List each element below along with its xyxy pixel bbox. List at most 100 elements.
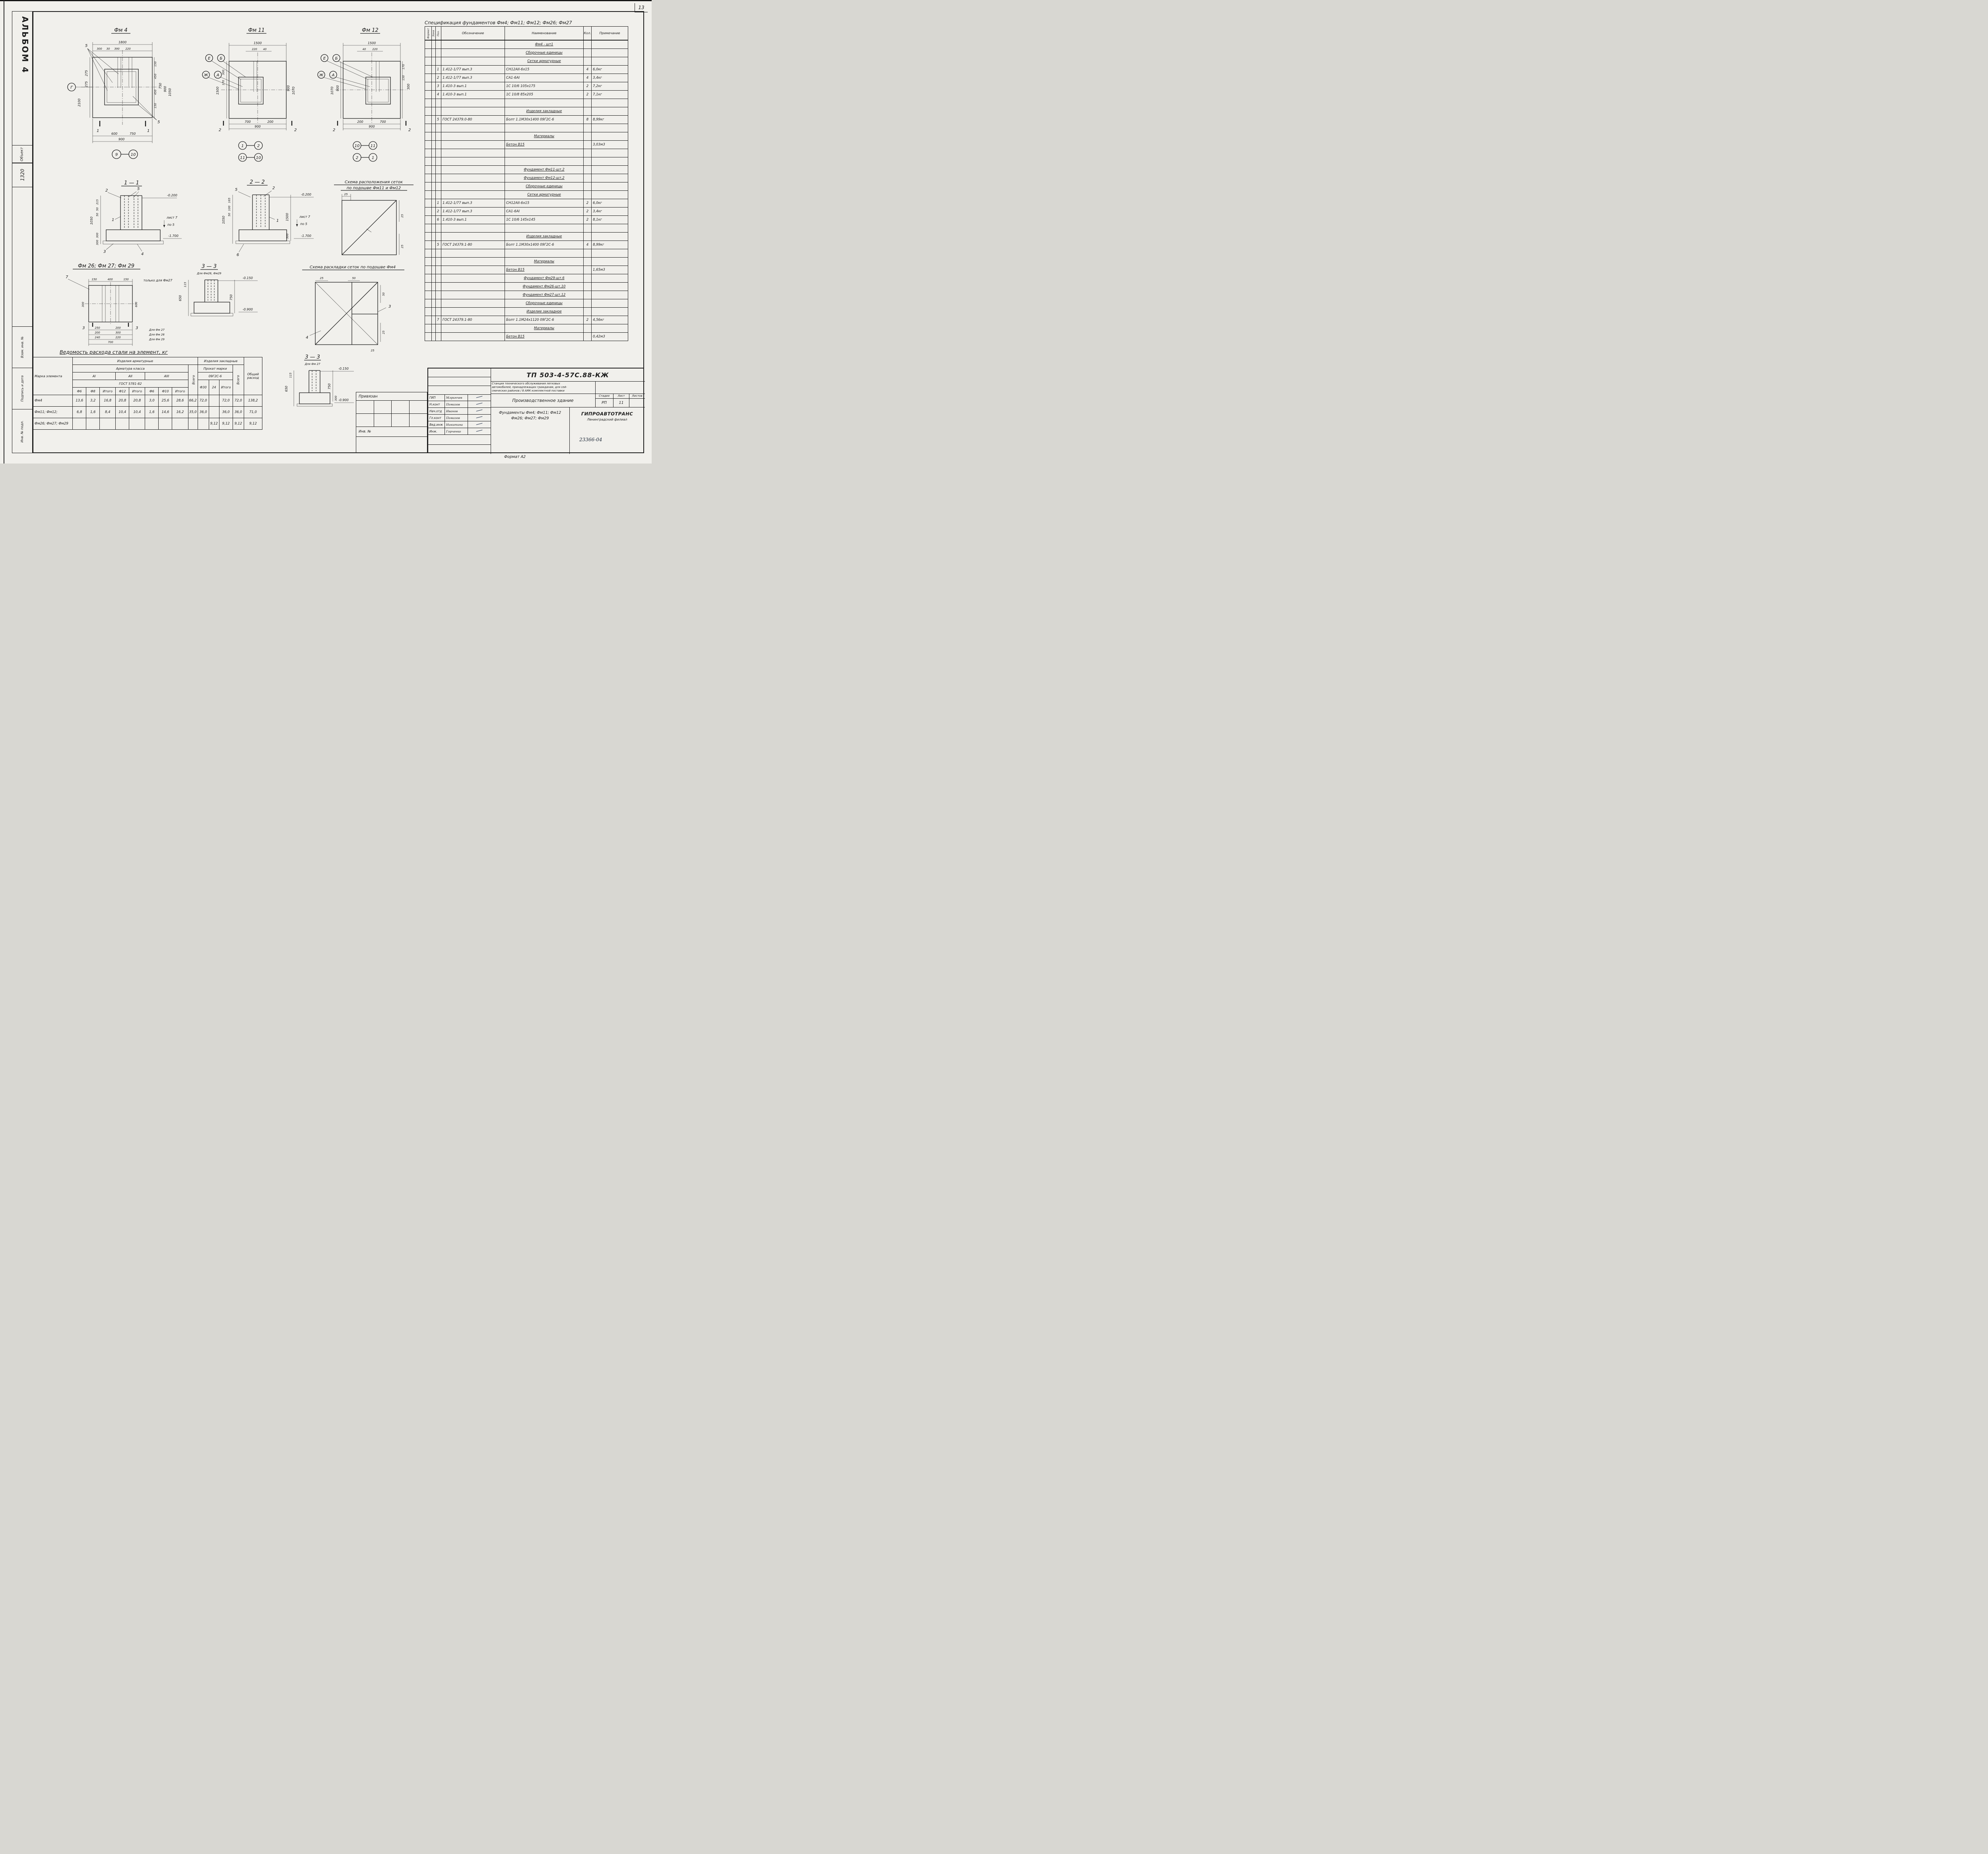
fm4-geometry: [67, 33, 159, 159]
dim-label: 750: [229, 294, 233, 300]
dim-label: 150: [154, 103, 157, 109]
spec-cell-format: [425, 74, 431, 82]
spec-cell-kol: [583, 166, 591, 174]
spec-cell-poz: 3: [435, 82, 441, 90]
spec-cell-kol: [583, 49, 591, 57]
spec-cell-primechanie: 3,4кг: [591, 74, 628, 82]
steel-col-vsego-zakl: Всего: [232, 365, 244, 395]
level-mark: -0.150: [338, 367, 349, 370]
signature-role: Гл.конт: [428, 415, 445, 421]
section-3-3-fm26: 3 — 3 Для Фм26, Фм29 115 650 750 -0.150 …: [179, 264, 258, 316]
dim-label: 2100: [78, 99, 81, 107]
dim-label: 240: [95, 336, 100, 339]
dim-label: 300: [96, 240, 99, 245]
signature-mark: [468, 421, 491, 428]
spec-cell-oboznachenie: [441, 174, 505, 182]
dim-label: 700: [245, 120, 250, 124]
spec-cell-kol: 4: [583, 74, 591, 82]
spec-cell-poz: [435, 157, 441, 165]
position-label: 2: [272, 186, 275, 190]
spec-cell-zona: [431, 283, 435, 291]
spec-row: [425, 157, 628, 165]
spec-cell-primechanie: [591, 283, 628, 291]
spec-cell-poz: 5: [435, 241, 441, 249]
signature-row: Нач.отд Иванов: [428, 408, 491, 415]
steel-col-f30: Ф30: [197, 380, 209, 395]
dim-label: 25: [344, 193, 348, 196]
dim-label: 150: [91, 278, 97, 281]
steel-mark: 09Г2С-6: [197, 372, 233, 380]
spec-cell-naimenovanie: Болт 1.1М30х1400 09Г2С-6: [505, 241, 583, 249]
mesh-callout: 9: [115, 153, 118, 157]
axis-marker: А: [332, 73, 335, 78]
spec-cell-primechanie: [591, 149, 628, 157]
spec-cell-format: [425, 224, 431, 232]
object-number: 1320: [19, 169, 25, 181]
spec-cell-oboznachenie: 1.412-1/77 вып.3: [441, 74, 505, 82]
section-mark: 1: [97, 129, 99, 133]
level-mark: -1.700: [301, 234, 311, 238]
spec-cell-primechanie: [591, 132, 628, 140]
axis-marker: Е: [323, 56, 326, 61]
scheme-title: Схема раскладки сеток по подошве Фм4: [310, 265, 396, 270]
spec-cell-naimenovanie: Болт 1.1М30х1400 09Г2С-6: [505, 116, 583, 124]
spec-cell-naimenovanie: Фундамент Фм11-шт.2: [505, 166, 583, 174]
spec-cell-naimenovanie: Сетки арматурные: [505, 191, 583, 199]
spec-cell-kol: [583, 141, 591, 149]
spec-cell-zona: [431, 291, 435, 299]
spec-cell-kol: 2: [583, 316, 591, 324]
spec-cell-format: [425, 132, 431, 140]
spec-cell-poz: 2: [435, 208, 441, 215]
spec-cell-kol: [583, 174, 591, 182]
spec-cell-primechanie: 8,99кг: [591, 241, 628, 249]
spec-cell-zona: [431, 274, 435, 282]
axis-marker: Б: [220, 56, 223, 61]
spec-col-primechanie: Примечание: [591, 27, 628, 40]
organization-name: ГИПРОАВТОТРАНС: [581, 411, 633, 417]
dim-label: 300: [407, 83, 410, 89]
steel-subhead-prokat: Прокат марки: [197, 365, 233, 372]
signature-role: Нач.отд: [428, 408, 445, 414]
spec-cell-zona: [431, 57, 435, 65]
steel-col-f6: Ф6: [72, 387, 87, 395]
spec-row: Материалы: [425, 132, 628, 140]
spec-row: [425, 249, 628, 257]
spec-cell-oboznachenie: 1.410-3 вып.1: [441, 91, 505, 99]
dim-label: 220: [115, 336, 121, 339]
signature-name: Иванов: [445, 408, 468, 414]
spec-row: 6 1.410-3 вып.1 1С 10/6 145х145 2 8,1кг: [425, 215, 628, 224]
spec-cell-format: [425, 308, 431, 316]
spec-col-poz: Поз.: [435, 27, 441, 40]
stamp-inv-podl: Инв. № подл.: [12, 409, 32, 454]
mesh-callout: 2: [356, 156, 358, 160]
spec-col-oboznachenie: Обозначение: [441, 27, 505, 40]
spec-cell-poz: [435, 299, 441, 307]
level-mark: -0.200: [301, 193, 311, 196]
spec-row: [425, 224, 628, 232]
note: по 5: [167, 223, 175, 227]
spec-cell-zona: [431, 299, 435, 307]
signature-mark: [468, 394, 491, 401]
spec-cell-poz: [435, 308, 441, 316]
spec-row: Изделие закладное: [425, 307, 628, 316]
stamp-podpis-data: Подпись и дата: [12, 368, 32, 409]
sheet-title: Фундаменты Фм4; Фм11; Фм12 Фм26; Фм27; Ф…: [491, 407, 569, 454]
spec-cell-format: [425, 166, 431, 174]
spec-row: Сетки арматурные: [425, 190, 628, 199]
level-mark: -0.900: [338, 398, 349, 402]
spec-cell-primechanie: 8,1кг: [591, 216, 628, 224]
dim-label: 1500: [216, 87, 219, 95]
dim-label: 220: [252, 48, 257, 51]
dim-label: 40: [263, 48, 267, 51]
steel-col-itogo-zakl: Итого: [219, 380, 233, 395]
dim-label: 50: [228, 213, 231, 216]
spec-row: Бетон В15 3,03м3: [425, 140, 628, 149]
spec-row: 4 1.410-3 вып.1 1С 10/8 85х205 2 7,1кг: [425, 90, 628, 99]
mesh-callout: 1: [241, 144, 244, 148]
spec-row: Сборочные единицы: [425, 182, 628, 190]
spec-row: 5 ГОСТ 24379.0-80 Болт 1.1М30х1400 09Г2С…: [425, 115, 628, 124]
spec-cell-format: [425, 191, 431, 199]
spec-cell-format: [425, 283, 431, 291]
spec-cell-naimenovanie: 1С 10/6 105х175: [505, 82, 583, 90]
mesh-callout: 1: [372, 156, 374, 160]
